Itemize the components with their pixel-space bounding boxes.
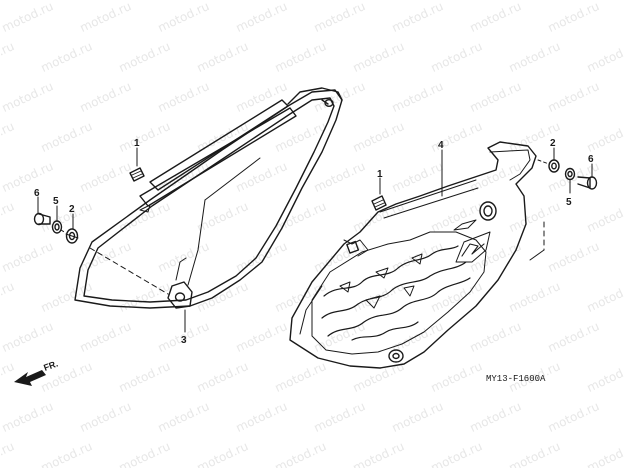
left-leader-dashed bbox=[89, 247, 169, 295]
callout-1-right: 1 bbox=[377, 169, 383, 180]
right-clip bbox=[371, 177, 387, 211]
right-fastener-set bbox=[537, 147, 598, 194]
callout-5-left: 5 bbox=[53, 196, 59, 207]
front-arrow-icon bbox=[14, 370, 46, 386]
callout-5-right: 5 bbox=[566, 197, 572, 208]
left-side-cover bbox=[74, 87, 343, 309]
callout-2-left: 2 bbox=[69, 204, 75, 215]
callout-6-right: 6 bbox=[588, 154, 594, 165]
callout-4: 4 bbox=[438, 140, 444, 151]
front-label: FR. bbox=[42, 359, 59, 373]
left-fastener-set bbox=[33, 196, 79, 244]
callout-2-right: 2 bbox=[550, 138, 556, 149]
callout-6-left: 6 bbox=[34, 188, 40, 199]
callout-3: 3 bbox=[181, 335, 187, 346]
diagram-code: MY13-F1600A bbox=[486, 374, 546, 384]
right-side-cover bbox=[289, 141, 537, 369]
left-clip bbox=[129, 147, 145, 182]
callout-1-left: 1 bbox=[134, 138, 140, 149]
